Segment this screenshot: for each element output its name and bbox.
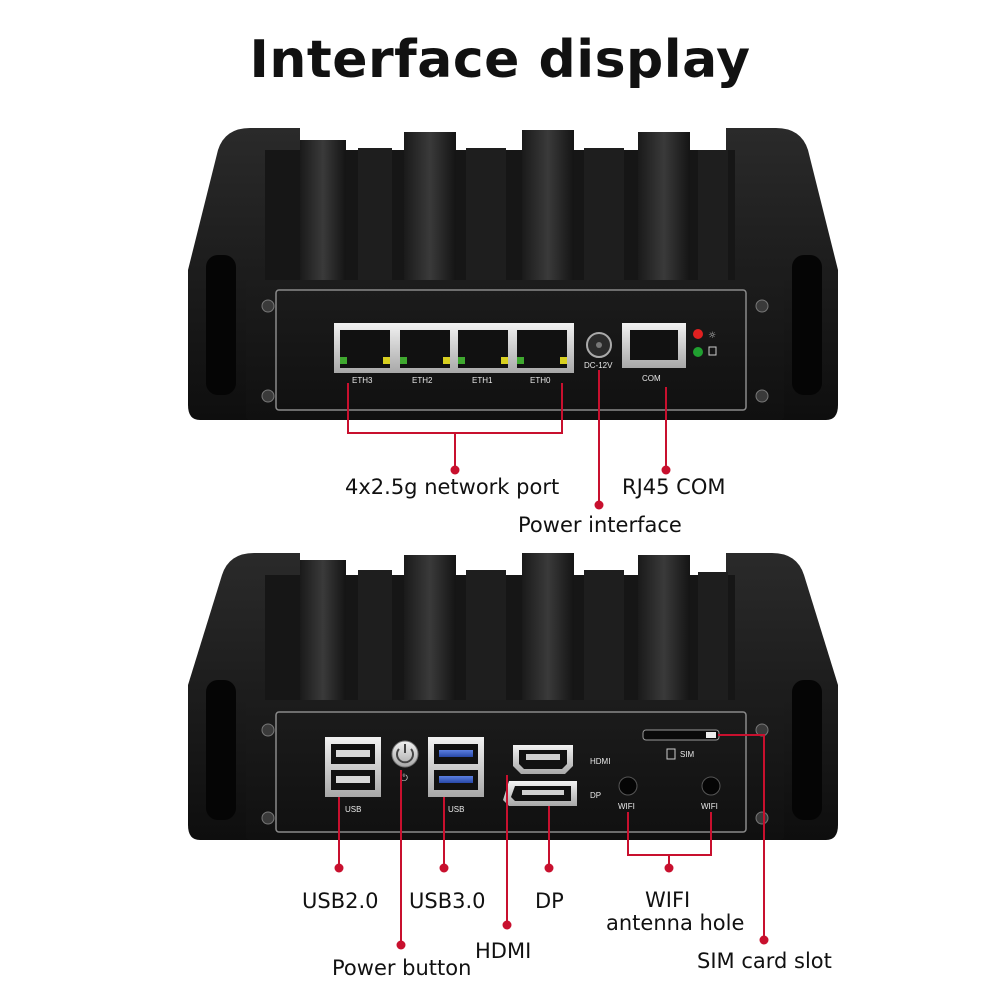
callout-hdmi: HDMI <box>475 939 531 963</box>
dc-power-label: DC-12V <box>584 361 613 370</box>
callout-dots <box>334 863 769 950</box>
wifi-right-label: WIFI <box>701 802 718 811</box>
svg-text:☼: ☼ <box>708 331 716 341</box>
screw <box>261 299 275 313</box>
right-side-slot <box>792 680 822 820</box>
port-label-eth0: ETH0 <box>530 376 551 385</box>
sim-card-icon <box>666 748 676 760</box>
dp-port-label: DP <box>590 791 601 800</box>
usb3-port-label: USB <box>448 805 464 814</box>
callout-rj45-com: RJ45 COM <box>622 475 726 499</box>
right-side-slot <box>792 255 822 395</box>
callout-usb2: USB2.0 <box>302 889 379 913</box>
screw <box>755 389 769 403</box>
top-panel-frame <box>275 289 747 411</box>
top-callout-lines <box>347 370 667 505</box>
bottom-device: USB ⏻ USB HDMI DP <box>188 553 838 840</box>
wifi-antenna-hole-left <box>618 776 638 796</box>
port-label-eth1: ETH1 <box>472 376 493 385</box>
wifi-antenna-hole-right <box>701 776 721 796</box>
bottom-callout-lines <box>338 734 765 945</box>
screw <box>261 389 275 403</box>
rj45-port-icon <box>340 330 567 368</box>
port-label-eth2: ETH2 <box>412 376 433 385</box>
callout-usb3: USB3.0 <box>409 889 486 913</box>
callout-sim-card-slot: SIM card slot <box>697 949 832 973</box>
bottom-panel-frame <box>275 711 747 833</box>
svg-text:⏻: ⏻ <box>400 773 408 784</box>
left-side-slot <box>206 255 236 395</box>
page-title: Interface display <box>249 30 751 90</box>
usb2-port-label: USB <box>345 805 361 814</box>
callout-dp: DP <box>535 889 564 913</box>
hdmi-port-label: HDMI <box>590 757 610 766</box>
sim-label: SIM <box>680 750 695 759</box>
led-indicator-icon: ☼ <box>693 329 717 357</box>
dp-port <box>503 781 577 806</box>
callout-dots <box>450 465 671 510</box>
screw <box>755 811 769 825</box>
screw <box>261 811 275 825</box>
com-label: COM <box>642 374 661 383</box>
screw <box>261 723 275 737</box>
callout-wifi: WIFI <box>645 888 690 912</box>
top-device: ETH3 ETH2 ETH1 ETH0 DC-12V COM ☼ <box>188 128 838 420</box>
callout-antenna-hole: antenna hole <box>606 911 744 935</box>
heatsink-fins <box>300 553 728 700</box>
hdmi-port <box>513 745 573 774</box>
heatsink-fins <box>300 130 728 280</box>
callout-power-interface: Power interface <box>518 513 682 537</box>
port-label-eth3: ETH3 <box>352 376 373 385</box>
wifi-left-label: WIFI <box>618 802 635 811</box>
left-side-slot <box>206 680 236 820</box>
callout-power-button: Power button <box>332 956 471 980</box>
screw <box>755 299 769 313</box>
callout-network-port: 4x2.5g network port <box>345 475 559 499</box>
power-button-icon: ⏻ <box>391 740 419 784</box>
usb2-ports <box>325 737 381 797</box>
usb3-ports <box>428 737 484 797</box>
